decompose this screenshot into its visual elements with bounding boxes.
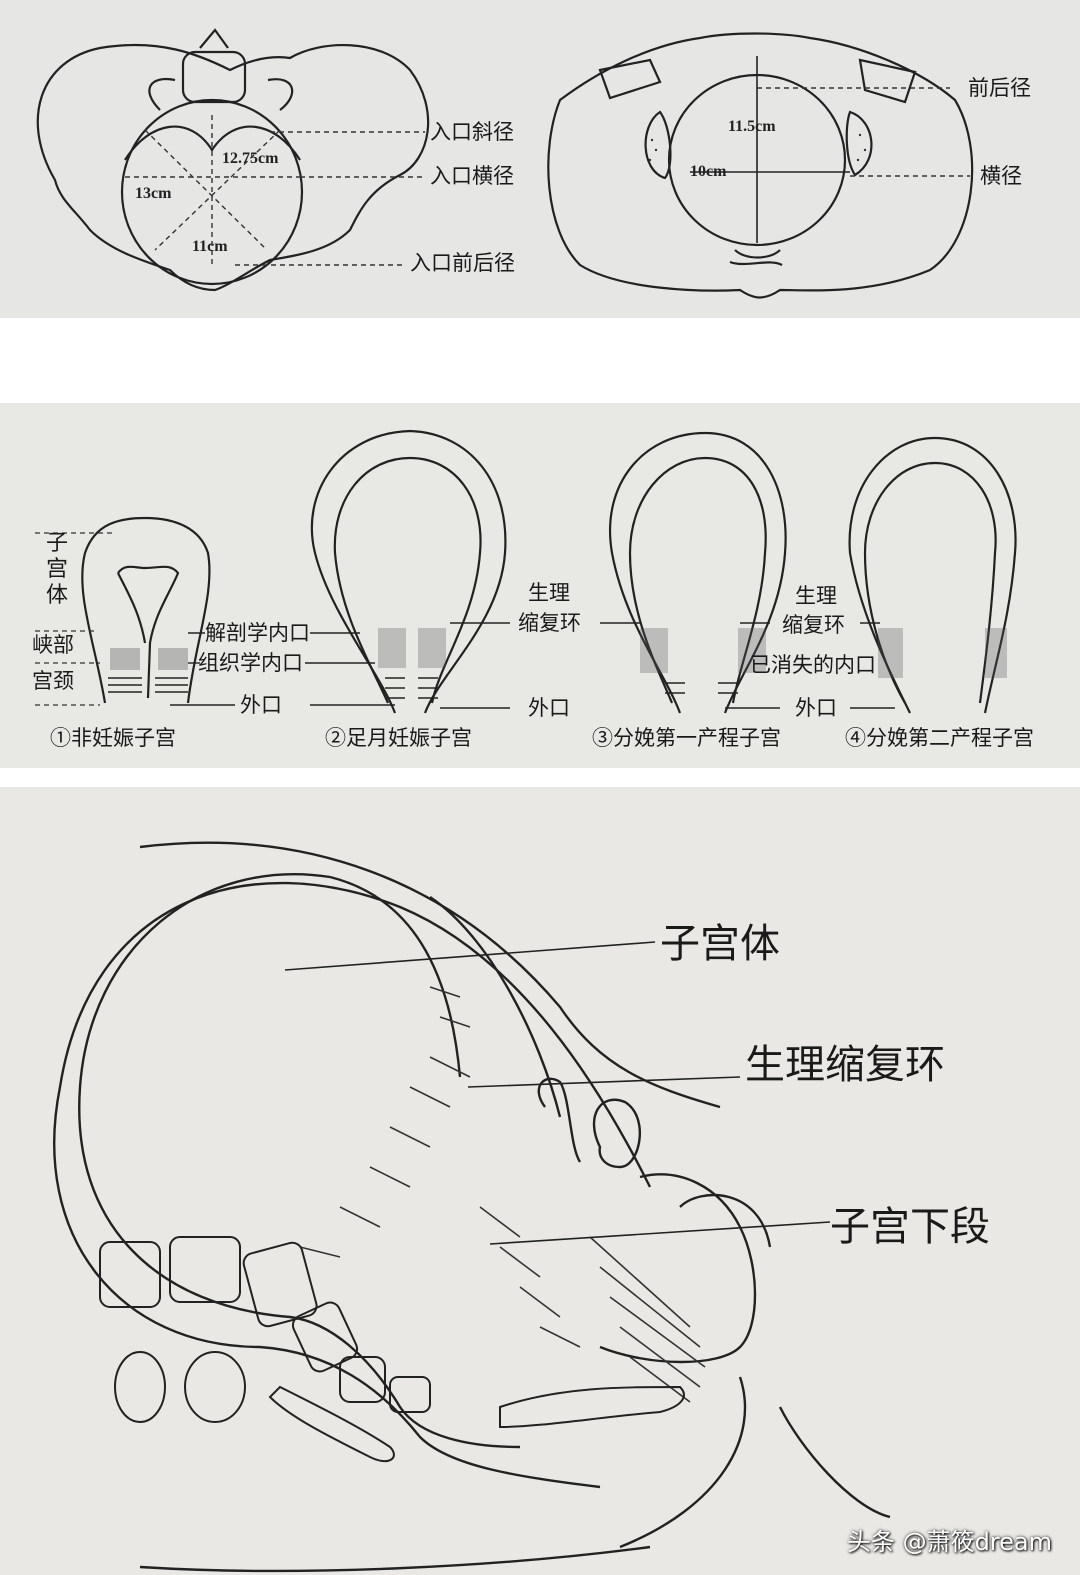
isthmus-label: 峡部 — [32, 633, 74, 657]
pelvic-diameters-panel: 12.75cm 13cm 11cm 入口斜径 入口横径 入口前后径 11cm 1… — [0, 0, 1080, 318]
histological-internal-os-label: 组织学内口 — [198, 651, 303, 675]
inlet-oblique-label: 入口斜径 — [430, 120, 514, 144]
uterus-stages-panel: 子 宫 体 峡部 宫颈 解剖学内口 组织学内口 外口 生理 缩复环 外口 生理 … — [0, 403, 1080, 768]
midpelvis-ap-label: 前后径 — [968, 76, 1031, 100]
midpelvis-transverse-label: 横径 — [980, 164, 1022, 188]
lower-uterine-segment-label: 子宫下段 — [830, 1204, 990, 1250]
inlet-transverse-measure: 13cm — [135, 185, 172, 202]
inlet-oblique-measure: 12.75cm — [222, 150, 279, 167]
caption-second-stage: ④分娩第二产程子宫 — [845, 726, 1034, 750]
retraction-ring-label-3: 缩复环 — [782, 613, 845, 637]
caption-non-pregnant: ①非妊娠子宫 — [50, 726, 176, 750]
uterine-body-side-label: 子 宫 体 — [45, 531, 68, 608]
caption-full-term: ②足月妊娠子宫 — [325, 726, 472, 750]
watermark: 头条 @萧筱dream — [846, 1528, 1052, 1556]
external-os-label-3: 外口 — [795, 696, 837, 720]
uterine-body-label: 子宫体 — [660, 921, 780, 967]
inlet-ap-measure: 11cm — [192, 238, 228, 255]
disappeared-os-label: 已消失的内口 — [750, 653, 876, 677]
midpelvis-ap-measure: 11.5cm — [728, 118, 776, 135]
physiological-retraction-ring-label: 生理缩复环 — [745, 1042, 945, 1088]
sagittal-drawing — [53, 841, 891, 1573]
anatomical-internal-os-label: 解剖学内口 — [205, 621, 310, 645]
sagittal-section-panel: 子宫体 生理缩复环 子宫下段 头条 @萧筱dream — [0, 787, 1080, 1575]
external-os-label-1: 外口 — [240, 693, 282, 717]
inlet-transverse-label: 入口横径 — [430, 164, 514, 188]
physiological-label-2: 生理 — [528, 581, 570, 605]
uterus-drawings — [35, 429, 1017, 714]
retraction-ring-label-2: 缩复环 — [518, 611, 581, 635]
pelvis-drawings — [36, 28, 974, 299]
physiological-label-3: 生理 — [795, 584, 837, 608]
caption-first-stage: ③分娩第一产程子宫 — [592, 726, 781, 750]
inlet-ap-label: 入口前后径 — [410, 251, 515, 275]
external-os-label-2: 外口 — [528, 696, 570, 720]
midpelvis-transverse-measure: 10cm — [690, 163, 727, 180]
cervix-label: 宫颈 — [32, 669, 74, 693]
